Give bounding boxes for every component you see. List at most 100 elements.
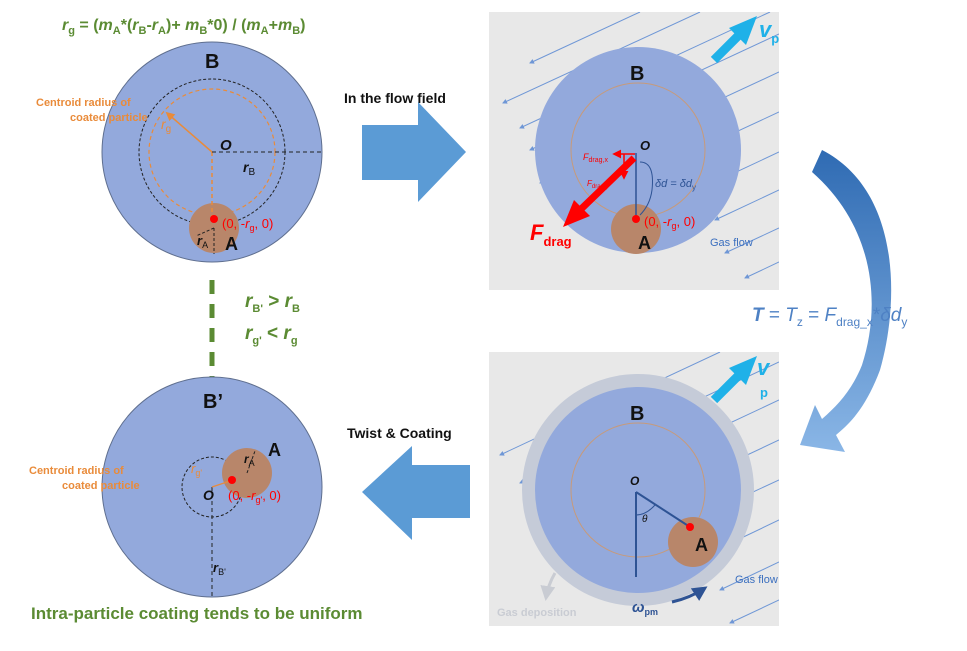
panel-flow-field: B O A vp Fdrag Fdrag,x Fdrag,y δd = δdy … — [489, 12, 779, 290]
coord-a: (0, -rg', 0) — [228, 488, 281, 505]
label-rg-prime: rg' — [191, 461, 202, 478]
coord-a-r: r — [245, 216, 250, 231]
centroid-label-line2: coated particle — [70, 112, 148, 124]
f-drag-arrow-head — [563, 200, 590, 227]
centroid-formula: rg = (mA*(rB-rA)+ mB*0) / (mA+mB) — [62, 17, 305, 37]
torque-star: * — [873, 305, 881, 326]
centroid-radius-circle — [570, 422, 706, 558]
coord-a-1: (0, - — [222, 216, 245, 231]
flow-field-label: In the flow field — [344, 90, 446, 106]
vp-arrow-shaft — [710, 32, 742, 64]
label-omega-sub: pm — [645, 607, 659, 617]
arrow-in-flow-field: In the flow field — [344, 90, 466, 202]
formula-p3: *0) / ( — [207, 17, 247, 34]
coord-a-sub: g — [249, 223, 254, 233]
label-o: O — [630, 474, 640, 488]
label-rg-sub: g' — [195, 468, 202, 478]
formula-p4: ) — [300, 17, 305, 34]
ineq-rb: r — [285, 291, 294, 312]
formula-plus: + — [269, 17, 278, 34]
label-a: A — [638, 233, 651, 253]
label-ra-sub: A — [249, 458, 255, 468]
label-omega-w: ω — [632, 599, 645, 616]
formula-rb-sub: B — [139, 25, 147, 37]
curved-arrow-torque: T = Tz = Fdrag_x*δdy — [752, 150, 907, 452]
centroid-dot — [210, 215, 218, 223]
core-a-circle — [611, 204, 661, 254]
label-fy-sub: drag,y — [592, 184, 609, 190]
label-rb-r: r — [213, 560, 219, 575]
gas-deposition-arrow — [540, 572, 557, 601]
panel-coated-particle: B’ O A Centroid radius of coated particl… — [29, 376, 323, 598]
formula-ra-sub: A — [158, 25, 166, 37]
vp-arrow-head — [729, 356, 757, 385]
label-f-drag-sub: drag — [543, 234, 571, 249]
inequality-rg: rg' < rg — [245, 323, 298, 347]
formula-ra: r — [152, 17, 159, 34]
label-f-drag-y: Fdrag,y — [587, 179, 609, 190]
formula-p1: *( — [121, 17, 133, 34]
theta-arc — [635, 504, 656, 516]
label-rb-r: r — [243, 159, 250, 175]
rg-arrow — [165, 111, 213, 153]
formula-ma2: m — [246, 17, 260, 34]
coord-a-1: (0, - — [644, 214, 667, 229]
core-a-circle — [668, 517, 718, 567]
formula-p2: )+ — [166, 17, 185, 34]
ineq-rb-sub: B — [292, 303, 300, 315]
torque-eq1: = — [764, 305, 786, 326]
arrow-twist-coating: Twist & Coating — [347, 425, 470, 540]
label-f-drag: Fdrag — [530, 220, 572, 249]
coord-a-2: , 0) — [254, 216, 273, 231]
ineq-rg2-sub: g' — [252, 335, 262, 347]
vp-arrow-shaft — [710, 372, 742, 404]
torque-dd-sub: y — [901, 315, 907, 329]
label-ra: rA — [244, 452, 255, 468]
label-dd-sub: y — [692, 183, 696, 192]
ineq-gt: > — [263, 291, 285, 312]
centroid-label-line2: coated particle — [62, 480, 140, 492]
torque-t: T — [752, 305, 765, 326]
coord-a: (0, -rg, 0) — [222, 216, 273, 233]
torque-f: F — [825, 305, 838, 326]
label-fy-f: F — [587, 179, 593, 188]
curved-block-arrow — [800, 150, 892, 452]
label-vp-sub: p — [771, 31, 779, 46]
label-a: A — [695, 535, 708, 555]
label-ra-r: r — [244, 452, 250, 466]
vp-arrow-head — [729, 16, 757, 45]
label-rg-r: r — [191, 461, 196, 476]
formula-mb2-sub: B — [292, 25, 300, 37]
f-drag-arrow-shaft — [575, 155, 637, 215]
label-a: A — [268, 440, 281, 460]
centroid-label-line1: Centroid radius of — [29, 465, 124, 477]
label-dd-a: δd = δd — [655, 178, 693, 190]
flow-line — [719, 561, 779, 591]
coord-a-2: , 0) — [676, 214, 695, 229]
ineq-rg2: r — [245, 323, 254, 344]
ineq-rb2: r — [245, 291, 254, 312]
coord-a: (0, -rg, 0) — [644, 214, 695, 231]
label-a: A — [225, 234, 238, 254]
label-ra-sub: A — [202, 240, 208, 250]
label-fx-f: F — [583, 152, 589, 162]
ra-line — [246, 450, 256, 474]
formula-rb: r — [132, 17, 139, 34]
label-vp: vp — [759, 17, 779, 46]
panel-initial-particle: B O A Centroid radius of coated particle… — [36, 41, 323, 263]
flow-line — [529, 12, 641, 64]
torque-tz: T — [785, 305, 798, 326]
torque-dd: δd — [880, 305, 903, 326]
label-ra-r: r — [197, 233, 203, 248]
label-b: B — [630, 63, 644, 85]
coord-a-1: (0, - — [228, 488, 251, 503]
label-b-prime: B’ — [203, 391, 223, 413]
gas-flow-label: Gas flow — [735, 574, 778, 586]
label-theta: θ — [642, 514, 648, 525]
gas-deposition-label: Gas deposition — [497, 607, 577, 619]
coord-a-sub: g — [671, 221, 676, 231]
rg-prime-line — [211, 480, 231, 488]
